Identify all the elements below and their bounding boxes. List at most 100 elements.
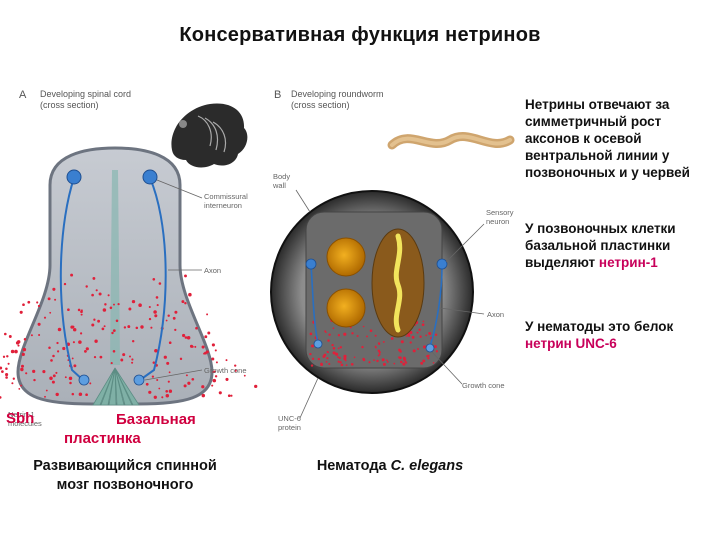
netrin-dot <box>18 388 21 390</box>
unc-6-dot <box>343 354 347 358</box>
unc-6-dot <box>311 344 314 348</box>
netrin-dot <box>44 395 46 398</box>
netrin-dot <box>70 273 74 277</box>
netrin-dot <box>32 369 36 374</box>
netrin-dot <box>151 375 155 378</box>
unc-6-dot <box>390 337 394 340</box>
netrin-dot <box>55 392 59 397</box>
netrin-dot <box>214 375 218 378</box>
netrin-dot <box>62 346 66 351</box>
gonad-top <box>326 237 366 277</box>
unc-6-dot <box>328 362 331 366</box>
netrin-dot <box>103 325 106 328</box>
netrin-dot <box>156 378 159 382</box>
netrin-dot <box>211 343 215 347</box>
panel-b-letter: B <box>274 89 282 101</box>
panel-a-caption-line2: (cross section) <box>40 100 99 110</box>
unc-6-dot <box>434 333 438 336</box>
side-text-p1: Нетрины отвечают за симметричный рост ак… <box>525 97 690 180</box>
panel-b-caption-line2: (cross section) <box>291 100 350 110</box>
netrin-dot <box>112 329 116 332</box>
netrin-dot <box>211 384 214 387</box>
unc-6-dot <box>325 361 328 363</box>
unc-6-dot <box>320 363 323 366</box>
netrin-dot <box>72 327 77 332</box>
netrin-dot <box>165 319 168 322</box>
unc-6-dot <box>339 346 343 349</box>
netrin-dot <box>91 323 95 327</box>
netrin-dot <box>117 302 120 306</box>
netrin-dot <box>185 374 188 377</box>
netrin-dot <box>182 333 186 338</box>
netrin-dot <box>92 276 96 280</box>
netrin-dot <box>158 282 162 285</box>
caption-spinal-cord: Развивающийся спинной мозг позвоночного <box>20 457 230 495</box>
netrin-dot <box>72 341 75 344</box>
unc-6-dot <box>435 350 439 353</box>
unc-6-dot <box>366 335 368 338</box>
label-axon-a: Axon <box>204 266 222 275</box>
unc-6-dot <box>422 320 425 323</box>
unc-6-dot <box>417 348 419 350</box>
netrin-dot <box>98 292 102 296</box>
netrin-1-dots <box>0 273 258 399</box>
unc-6-dot <box>377 349 381 353</box>
unc-6-dot <box>377 342 380 345</box>
gonad-bottom <box>326 288 366 328</box>
netrin-dot <box>184 336 188 339</box>
unc-6-dot <box>361 345 364 349</box>
unc-6-dot <box>350 362 354 366</box>
netrin-dot <box>55 371 58 374</box>
netrin-dot <box>148 317 152 321</box>
netrin-dot <box>181 300 185 304</box>
unc-6-dot <box>322 355 326 358</box>
netrin-dot <box>68 376 73 381</box>
netrin-dot <box>64 376 67 379</box>
netrin-dot <box>225 359 228 362</box>
label-body-wall: Body wall <box>273 172 291 190</box>
netrin-dot <box>110 362 113 365</box>
label-axon-b: Axon <box>487 310 505 319</box>
netrin-dot <box>165 393 170 398</box>
netrin-dot <box>158 387 161 390</box>
netrin-dot <box>23 338 27 341</box>
netrin-dot <box>107 294 110 297</box>
netrin-dot <box>104 303 107 306</box>
unc-6-dot <box>427 354 430 357</box>
unc-6-dot <box>428 332 432 335</box>
unc-6-dots <box>309 317 439 367</box>
label-unc-6-protein: UNC-6 protein <box>278 414 301 432</box>
netrin-dot <box>79 332 83 335</box>
unc-6-dot <box>382 340 385 343</box>
unc-6-dot <box>386 360 389 363</box>
netrin-dot <box>3 332 7 336</box>
unc-6-dot <box>398 356 402 360</box>
netrin-dot <box>2 355 6 358</box>
netrin-dot <box>21 352 25 357</box>
netrin-dot <box>94 339 98 343</box>
netrin-dot <box>234 369 237 372</box>
netrin-dot <box>97 319 100 323</box>
unc-6-dot <box>362 358 366 362</box>
netrin-dot <box>188 292 192 297</box>
netrin-dot <box>20 364 25 368</box>
netrin-dot <box>131 339 135 343</box>
netrin-dot <box>113 303 115 306</box>
netrin-dot <box>67 308 70 312</box>
netrin-dot <box>17 341 21 344</box>
unc-6-dot <box>402 362 406 366</box>
netrin-dot <box>153 310 157 314</box>
netrin-dot <box>174 310 178 314</box>
netrin-dot <box>36 301 39 304</box>
netrin-dot <box>8 335 12 338</box>
netrin-dot <box>194 345 197 348</box>
netrin-dot <box>22 303 25 307</box>
netrin-dot <box>115 319 119 323</box>
netrin-dot <box>109 306 113 310</box>
netrin-dot <box>42 370 46 374</box>
label-commissural: Commissural interneuron <box>204 192 248 210</box>
unc-6-dot <box>416 331 419 334</box>
unc-6-dot <box>311 357 315 360</box>
unc-6-dot <box>433 345 437 349</box>
netrin-dot <box>203 352 206 355</box>
